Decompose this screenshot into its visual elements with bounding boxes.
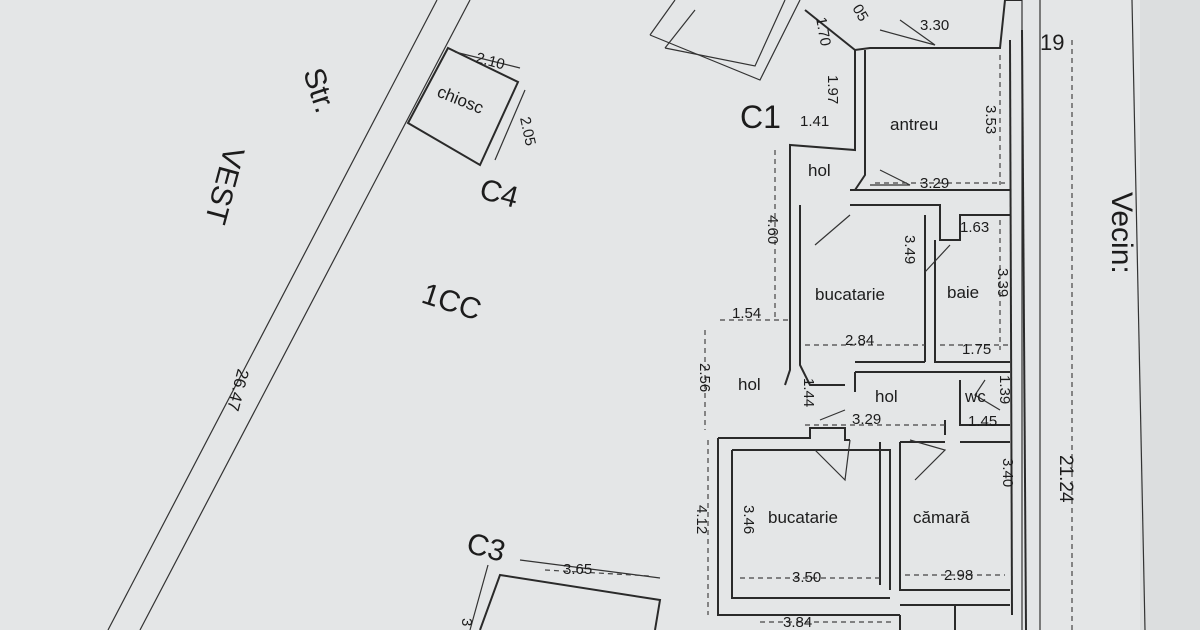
street-boundary bbox=[107, 0, 471, 630]
dim-3: 3 bbox=[458, 618, 475, 626]
room-hol-1: hol bbox=[808, 161, 831, 180]
dim-4-12: 4.12 bbox=[693, 505, 710, 534]
dim-3-49: 3.49 bbox=[901, 235, 918, 264]
dim-3-53: 3.53 bbox=[982, 105, 999, 134]
dim-1-45: 1.45 bbox=[968, 413, 997, 430]
dim-05: 05 bbox=[849, 2, 872, 25]
kiosk-width: 2.10 bbox=[474, 49, 507, 73]
dim-3-30: 3.30 bbox=[920, 17, 949, 34]
dim-1-44: 1.44 bbox=[800, 378, 817, 407]
dim-1-63: 1.63 bbox=[960, 219, 989, 236]
dim-1-70: 1.70 bbox=[812, 16, 834, 48]
room-bucatarie-1: bucatarie bbox=[815, 285, 885, 304]
dim-2-84: 2.84 bbox=[845, 332, 874, 349]
dim-2-56: 2.56 bbox=[696, 363, 713, 392]
dim-3-50: 3.50 bbox=[792, 569, 821, 586]
room-camara: cămară bbox=[913, 508, 970, 527]
dim-3-84: 3.84 bbox=[783, 614, 812, 630]
room-hol-3: hol bbox=[875, 387, 898, 406]
dim-3-46: 3.46 bbox=[740, 505, 757, 534]
room-antreu: antreu bbox=[890, 115, 938, 134]
room-hol-2: hol bbox=[738, 375, 761, 394]
dimension-lines bbox=[544, 55, 1010, 623]
door-swings bbox=[814, 19, 1001, 482]
building-c1-label: C1 bbox=[740, 99, 781, 135]
dim-1-54: 1.54 bbox=[732, 305, 761, 322]
dim-2-98: 2.98 bbox=[944, 567, 973, 584]
dim-1-97: 1.97 bbox=[824, 75, 841, 104]
kiosk-c4-outline bbox=[406, 46, 526, 167]
dim-3-40: 3.40 bbox=[999, 458, 1016, 487]
neighbor-label: Vecin: bbox=[1105, 192, 1138, 274]
dim-1-41: 1.41 bbox=[800, 113, 829, 130]
dim-3-65: 3.65 bbox=[563, 561, 592, 578]
room-baie: baie bbox=[947, 283, 979, 302]
room-bucatarie-2: bucatarie bbox=[768, 508, 838, 527]
building-c1-walls bbox=[717, 29, 1027, 630]
dim-1-75: 1.75 bbox=[962, 341, 991, 358]
dim-4-60: 4.60 bbox=[764, 215, 781, 244]
dim-1-39: 1.39 bbox=[996, 375, 1013, 404]
paper-edge bbox=[1140, 0, 1200, 630]
dim-3-29-b: 3.29 bbox=[852, 411, 881, 428]
dim-3-39: 3.39 bbox=[994, 268, 1011, 297]
corner-marker: 19 bbox=[1040, 30, 1064, 55]
building-c1-top bbox=[649, 0, 1022, 81]
neighbor-length: 21.24 bbox=[1055, 455, 1076, 503]
kiosk-depth: 2.05 bbox=[516, 115, 539, 147]
dim-3-29-a: 3.29 bbox=[920, 175, 949, 192]
room-wc: wc bbox=[964, 387, 986, 406]
